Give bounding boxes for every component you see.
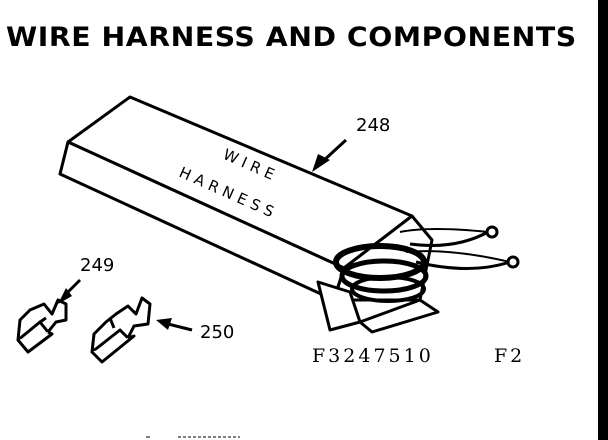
page-edge-bar	[598, 0, 608, 440]
leader-arrow-249	[58, 278, 82, 304]
terminal-249-part	[16, 298, 68, 354]
ring-terminal-upper	[485, 225, 499, 239]
terminal-250-part	[90, 296, 152, 364]
diagram-title: WIRE HARNESS AND COMPONENTS	[6, 22, 577, 53]
callout-248: 248	[356, 115, 391, 136]
leader-arrow-250	[156, 318, 193, 332]
figure-code: F2	[494, 345, 526, 367]
callout-249: 249	[80, 255, 115, 276]
wire-harness-box	[58, 95, 440, 334]
leader-arrow-248	[312, 138, 348, 172]
harness-wire-coil	[333, 228, 511, 303]
diagram-number: F3247510	[312, 345, 434, 367]
ring-terminal-lower	[506, 255, 520, 269]
callout-250: 250	[200, 322, 235, 343]
